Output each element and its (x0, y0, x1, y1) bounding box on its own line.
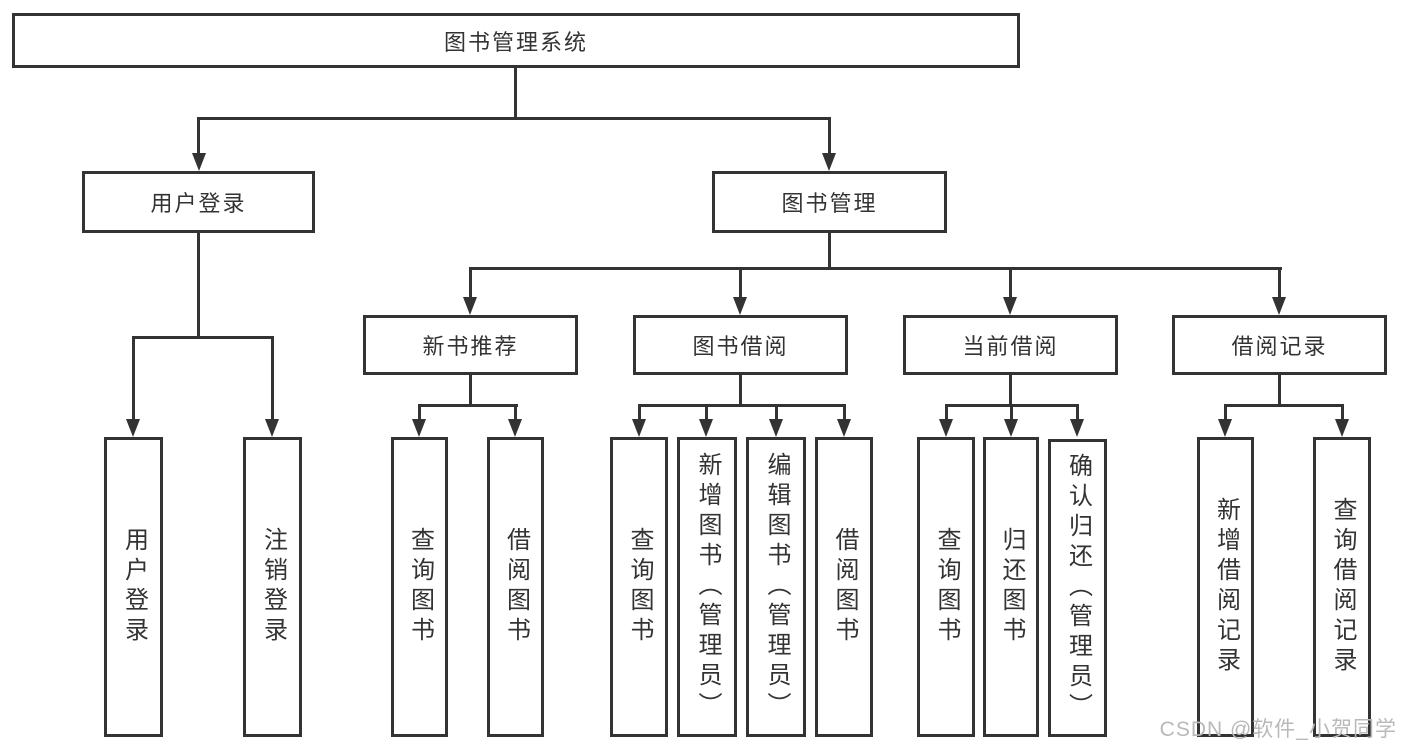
arrow-down-icon (632, 419, 646, 437)
connector-line (638, 404, 641, 422)
leaf-user-login-label: 用户登录 (120, 527, 148, 647)
leaf-query-books-borrow: 查询图书 (610, 437, 668, 737)
connector-line (828, 233, 831, 270)
connector-line (418, 404, 421, 422)
leaf-logout-login: 注销登录 (243, 437, 302, 737)
leaf-return-books-label: 归还图书 (998, 527, 1025, 647)
connector-line (197, 117, 200, 157)
arrow-down-icon (1218, 419, 1232, 437)
connector-line (418, 404, 518, 407)
connector-line (638, 404, 846, 407)
csdn-watermark: CSDN @软件_小贺同学 (1159, 718, 1397, 741)
connector-line (514, 404, 517, 422)
arrow-down-icon (412, 419, 426, 437)
node-book-borrow: 图书借阅 (633, 315, 848, 375)
connector-line (1009, 375, 1012, 407)
node-current-borrow-label: 当前借阅 (962, 334, 1059, 359)
connector-line (197, 117, 831, 120)
node-user-login: 用户登录 (82, 171, 315, 233)
arrow-down-icon (1272, 297, 1286, 315)
arrow-down-icon (192, 153, 206, 171)
connector-line (1278, 267, 1281, 300)
connector-line (828, 117, 831, 157)
leaf-add-books-admin: 新增图书（管理员） (677, 437, 737, 737)
arrow-down-icon (733, 297, 747, 315)
leaf-add-borrow-record: 新增借阅记录 (1197, 437, 1254, 737)
leaf-query-books-borrow-label: 查询图书 (626, 527, 653, 647)
arrow-down-icon (769, 419, 783, 437)
leaf-query-borrow-record: 查询借阅记录 (1313, 437, 1371, 737)
connector-line (739, 267, 742, 300)
connector-line (1076, 404, 1079, 422)
connector-line (1341, 404, 1344, 422)
leaf-query-books-current-label: 查询图书 (933, 527, 960, 647)
connector-line (469, 267, 1282, 270)
arrow-down-icon (265, 419, 279, 437)
leaf-query-borrow-record-label: 查询借阅记录 (1329, 497, 1356, 677)
node-new-book-recommend-label: 新书推荐 (422, 334, 519, 359)
connector-line (843, 404, 846, 422)
connector-line (469, 267, 472, 300)
leaf-edit-books-admin-label: 编辑图书（管理员） (763, 452, 790, 722)
node-new-book-recommend: 新书推荐 (363, 315, 578, 375)
connector-line (705, 404, 708, 422)
arrow-down-icon (1335, 419, 1349, 437)
arrow-down-icon (1070, 419, 1084, 437)
leaf-return-books: 归还图书 (983, 437, 1039, 737)
connector-line (197, 233, 200, 339)
node-root-label: 图书管理系统 (443, 29, 588, 55)
arrow-down-icon (822, 153, 836, 171)
connector-line (1278, 375, 1281, 407)
connector-line (1224, 404, 1227, 422)
leaf-query-books-recommend: 查询图书 (391, 437, 448, 737)
leaf-logout-login-label: 注销登录 (259, 527, 287, 647)
leaf-confirm-return-admin-label: 确认归还（管理员） (1064, 453, 1092, 723)
node-borrow-records: 借阅记录 (1172, 315, 1387, 375)
leaf-query-books-current: 查询图书 (917, 437, 975, 737)
connector-line (945, 404, 948, 422)
arrow-down-icon (463, 297, 477, 315)
arrow-down-icon (939, 419, 953, 437)
arrow-down-icon (126, 419, 140, 437)
leaf-confirm-return-admin: 确认归还（管理员） (1048, 439, 1107, 737)
leaf-borrow-books-label: 借阅图书 (831, 527, 858, 647)
connector-line (1010, 404, 1013, 422)
node-borrow-records-label: 借阅记录 (1231, 334, 1328, 359)
leaf-add-books-admin-label: 新增图书（管理员） (694, 452, 721, 722)
node-user-login-label: 用户登录 (150, 191, 247, 216)
connector-line (1224, 404, 1344, 407)
arrow-down-icon (699, 419, 713, 437)
leaf-add-borrow-record-label: 新增借阅记录 (1212, 497, 1240, 677)
connector-line (775, 404, 778, 422)
node-book-management-label: 图书管理 (781, 191, 878, 216)
arrow-down-icon (1003, 297, 1017, 315)
node-book-borrow-label: 图书借阅 (692, 334, 789, 359)
connector-line (514, 68, 517, 120)
connector-line (469, 375, 472, 407)
leaf-borrow-books: 借阅图书 (815, 437, 873, 737)
connector-line (271, 336, 274, 422)
leaf-borrow-books-recommend-label: 借阅图书 (502, 527, 530, 647)
leaf-query-books-recommend-label: 查询图书 (406, 527, 434, 647)
arrow-down-icon (837, 419, 851, 437)
node-current-borrow: 当前借阅 (903, 315, 1118, 375)
leaf-user-login: 用户登录 (104, 437, 163, 737)
node-root: 图书管理系统 (12, 13, 1020, 68)
connector-line (132, 336, 135, 422)
connector-line (739, 375, 742, 407)
node-book-management: 图书管理 (712, 171, 947, 233)
connector-line (1009, 267, 1012, 300)
arrow-down-icon (508, 419, 522, 437)
connector-line (132, 336, 274, 339)
arrow-down-icon (1004, 419, 1018, 437)
leaf-borrow-books-recommend: 借阅图书 (487, 437, 544, 737)
leaf-edit-books-admin: 编辑图书（管理员） (746, 437, 806, 737)
